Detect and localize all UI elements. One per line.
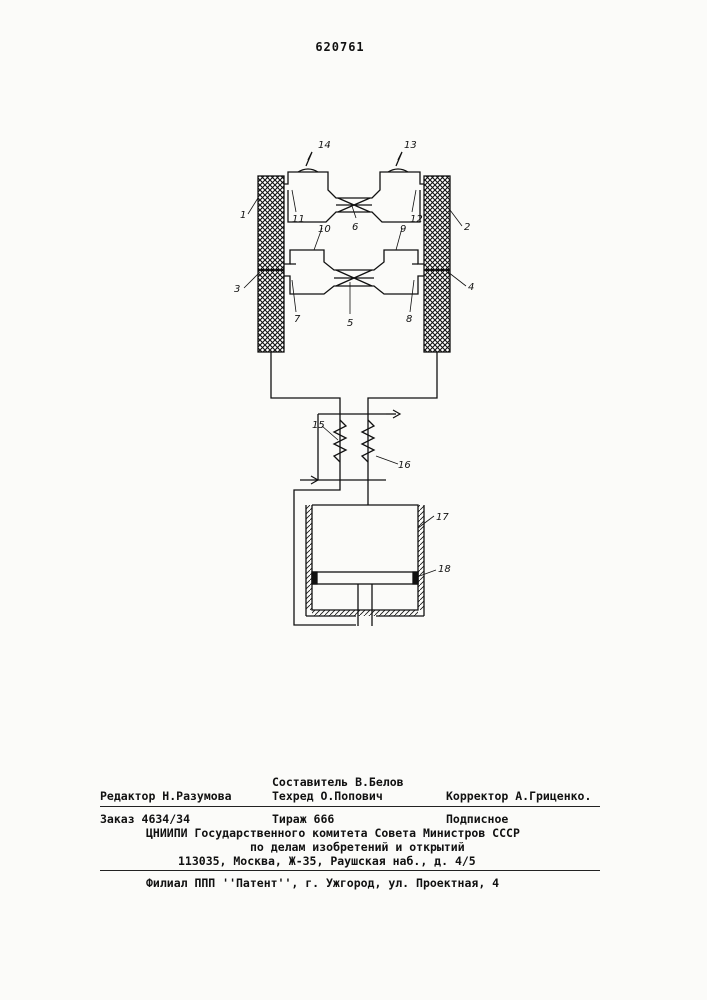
divider-2 <box>100 870 600 871</box>
circulation: Тираж 666 <box>272 812 334 826</box>
branch: Филиал ППП ''Патент'', г. Ужгород, ул. П… <box>146 876 499 890</box>
order: Заказ 4634/34 <box>100 812 190 826</box>
institute-line-1: ЦНИИПИ Государственного комитета Совета … <box>146 826 520 840</box>
address: 113035, Москва, Ж-35, Раушская наб., д. … <box>178 854 476 868</box>
techred: Техред О.Попович <box>272 789 383 803</box>
divider-1 <box>100 806 600 807</box>
subscription: Подписное <box>446 812 508 826</box>
compiler: Составитель В.Белов <box>272 775 404 789</box>
editor: Редактор Н.Разумова <box>100 789 232 803</box>
corrector: Корректор А.Гриценко. <box>446 789 591 803</box>
institute-line-2: по делам изобретений и открытий <box>250 840 465 854</box>
